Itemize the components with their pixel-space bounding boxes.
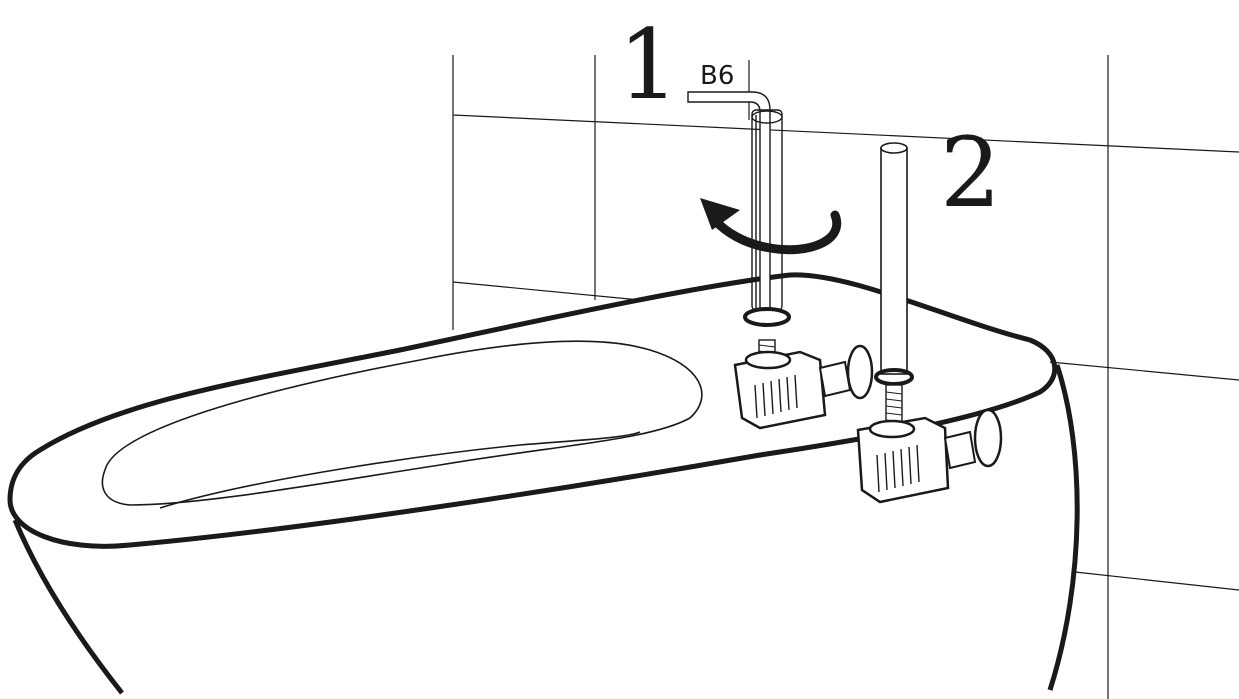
mounting-bracket-2 xyxy=(856,408,1003,504)
step-label-1: 1 xyxy=(618,9,679,121)
toilet-bowl xyxy=(7,272,1080,695)
step-label-2: 2 xyxy=(940,117,1001,229)
wall-tiles xyxy=(452,55,1239,699)
mounting-bracket-1 xyxy=(733,307,874,430)
allen-key-icon xyxy=(687,91,783,311)
threaded-rod-icon xyxy=(874,142,914,426)
counterclockwise-arrow-icon xyxy=(700,198,842,255)
tool-label: B6 xyxy=(700,61,734,91)
